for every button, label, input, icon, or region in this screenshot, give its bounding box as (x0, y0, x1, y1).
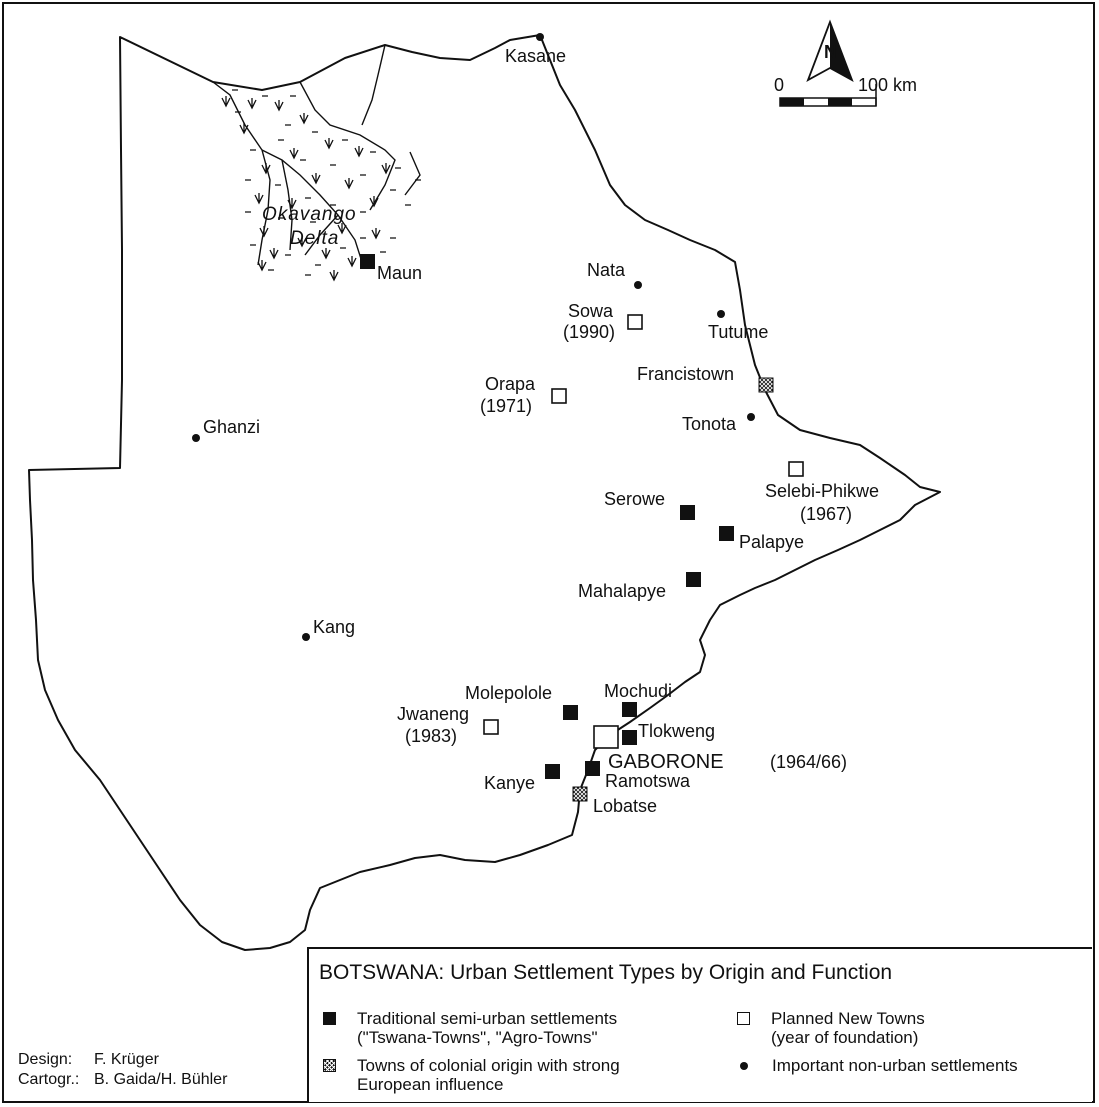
legend-item-new-towns: Planned New Towns (year of foundation) (737, 1009, 925, 1047)
credits: Design: F. Krüger Cartogr.: B. Gaida/H. … (18, 1050, 227, 1090)
label-selebi-phikwe: Selebi-Phikwe (765, 481, 879, 501)
credits-cartogr: Cartogr.: B. Gaida/H. Bühler (18, 1070, 227, 1090)
maun-square (360, 254, 375, 269)
scale-start: 0 (774, 75, 784, 95)
planned-new-towns (483, 314, 804, 749)
label-francistown: Francistown (637, 364, 734, 384)
marsh-symbols (221, 96, 391, 282)
kang-dot (302, 633, 310, 641)
label-selebi-phikwe-year: (1967) (800, 504, 852, 524)
label-tonota: Tonota (682, 414, 737, 434)
label-kasane: Kasane (505, 46, 566, 66)
lobatse-square (572, 786, 588, 802)
label-gaborone: GABORONE (608, 751, 724, 773)
label-tlokweng: Tlokweng (638, 721, 715, 741)
north-arrow: N (806, 19, 854, 82)
ghanzi-dot (192, 434, 200, 442)
label-orapa: Orapa (485, 374, 536, 394)
credits-design-value: F. Krüger (94, 1051, 159, 1068)
label-serowe: Serowe (604, 489, 665, 509)
label-orapa-year: (1971) (480, 396, 532, 416)
kanye-square (545, 764, 560, 779)
open-square-icon (737, 1012, 750, 1025)
tonota-dot (747, 413, 755, 421)
legend-traditional-line2: ("Tswana-Towns", "Agro-Towns" (357, 1028, 598, 1047)
molepolole-square (563, 705, 578, 720)
label-gaborone-year: (1964/66) (770, 752, 847, 772)
label-molepolole: Molepolole (465, 683, 552, 703)
colonial-towns (572, 377, 774, 802)
dot-icon (740, 1062, 748, 1070)
credits-design-key: Design: (18, 1051, 73, 1068)
hatched-square-icon (323, 1059, 336, 1072)
legend-item-colonial: Towns of colonial origin with strong Eur… (323, 1056, 620, 1094)
label-sowa-year: (1990) (563, 322, 615, 342)
label-maun: Maun (377, 263, 422, 283)
credits-cartogr-value: B. Gaida/H. Bühler (94, 1071, 228, 1088)
gaborone-square (593, 725, 619, 749)
label-mochudi: Mochudi (604, 681, 672, 701)
label-kang: Kang (313, 617, 355, 637)
palapye-square (719, 526, 734, 541)
legend-new-towns-line2: (year of foundation) (771, 1028, 919, 1047)
legend-colonial-line1: Towns of colonial origin with strong (357, 1056, 620, 1075)
mahalapye-square (686, 572, 701, 587)
jwaneng-square (483, 719, 499, 735)
nata-dot (634, 281, 642, 289)
label-jwaneng: Jwaneng (397, 704, 469, 724)
sowa-square (627, 314, 643, 330)
label-lobatse: Lobatse (593, 796, 657, 816)
label-mahalapye: Mahalapye (578, 581, 666, 601)
legend-non-urban: Important non-urban settlements (772, 1056, 1018, 1075)
kasane-dot (536, 33, 544, 41)
scale-end: 100 km (858, 75, 917, 95)
label-nata: Nata (587, 260, 626, 280)
label-palapye: Palapye (739, 532, 804, 552)
scale-bar: 0 100 km (774, 75, 917, 107)
ramotswa-square (585, 761, 600, 776)
label-ramotswa: Ramotswa (605, 771, 691, 791)
serowe-square (680, 505, 695, 520)
orapa-square (551, 388, 567, 404)
label-tutume: Tutume (708, 322, 768, 342)
selebi-phikwe-square (788, 461, 804, 477)
label-ghanzi: Ghanzi (203, 417, 260, 437)
legend-item-non-urban: Important non-urban settlements (737, 1056, 1018, 1075)
botswana-border (28, 34, 941, 951)
traditional-settlements (360, 254, 734, 779)
legend: BOTSWANA: Urban Settlement Types by Orig… (307, 947, 1092, 1102)
label-kanye: Kanye (484, 773, 535, 793)
credits-cartogr-key: Cartogr.: (18, 1071, 80, 1088)
delta-label-line1: Okavango (262, 204, 357, 225)
legend-title: BOTSWANA: Urban Settlement Types by Orig… (319, 961, 893, 984)
credits-design: Design: F. Krüger (18, 1050, 227, 1070)
francistown-square (758, 377, 774, 393)
legend-item-traditional: Traditional semi-urban settlements ("Tsw… (323, 1009, 617, 1047)
legend-traditional-line1: Traditional semi-urban settlements (357, 1009, 618, 1028)
non-urban-settlements (192, 33, 755, 641)
label-jwaneng-year: (1983) (405, 726, 457, 746)
legend-colonial-line2: European influence (357, 1075, 504, 1094)
filled-square-icon (323, 1012, 336, 1025)
mochudi-square (622, 702, 637, 717)
legend-new-towns-line1: Planned New Towns (771, 1009, 925, 1028)
place-labels: Kasane Maun Nata Sowa (1990) Tutume Fran… (203, 46, 879, 816)
delta-label-line2: Delta (290, 228, 339, 249)
north-label: N (824, 42, 837, 62)
tutume-dot (717, 310, 725, 318)
tlokweng-square (622, 730, 637, 745)
label-sowa: Sowa (568, 301, 614, 321)
marsh-dashes (232, 89, 421, 276)
